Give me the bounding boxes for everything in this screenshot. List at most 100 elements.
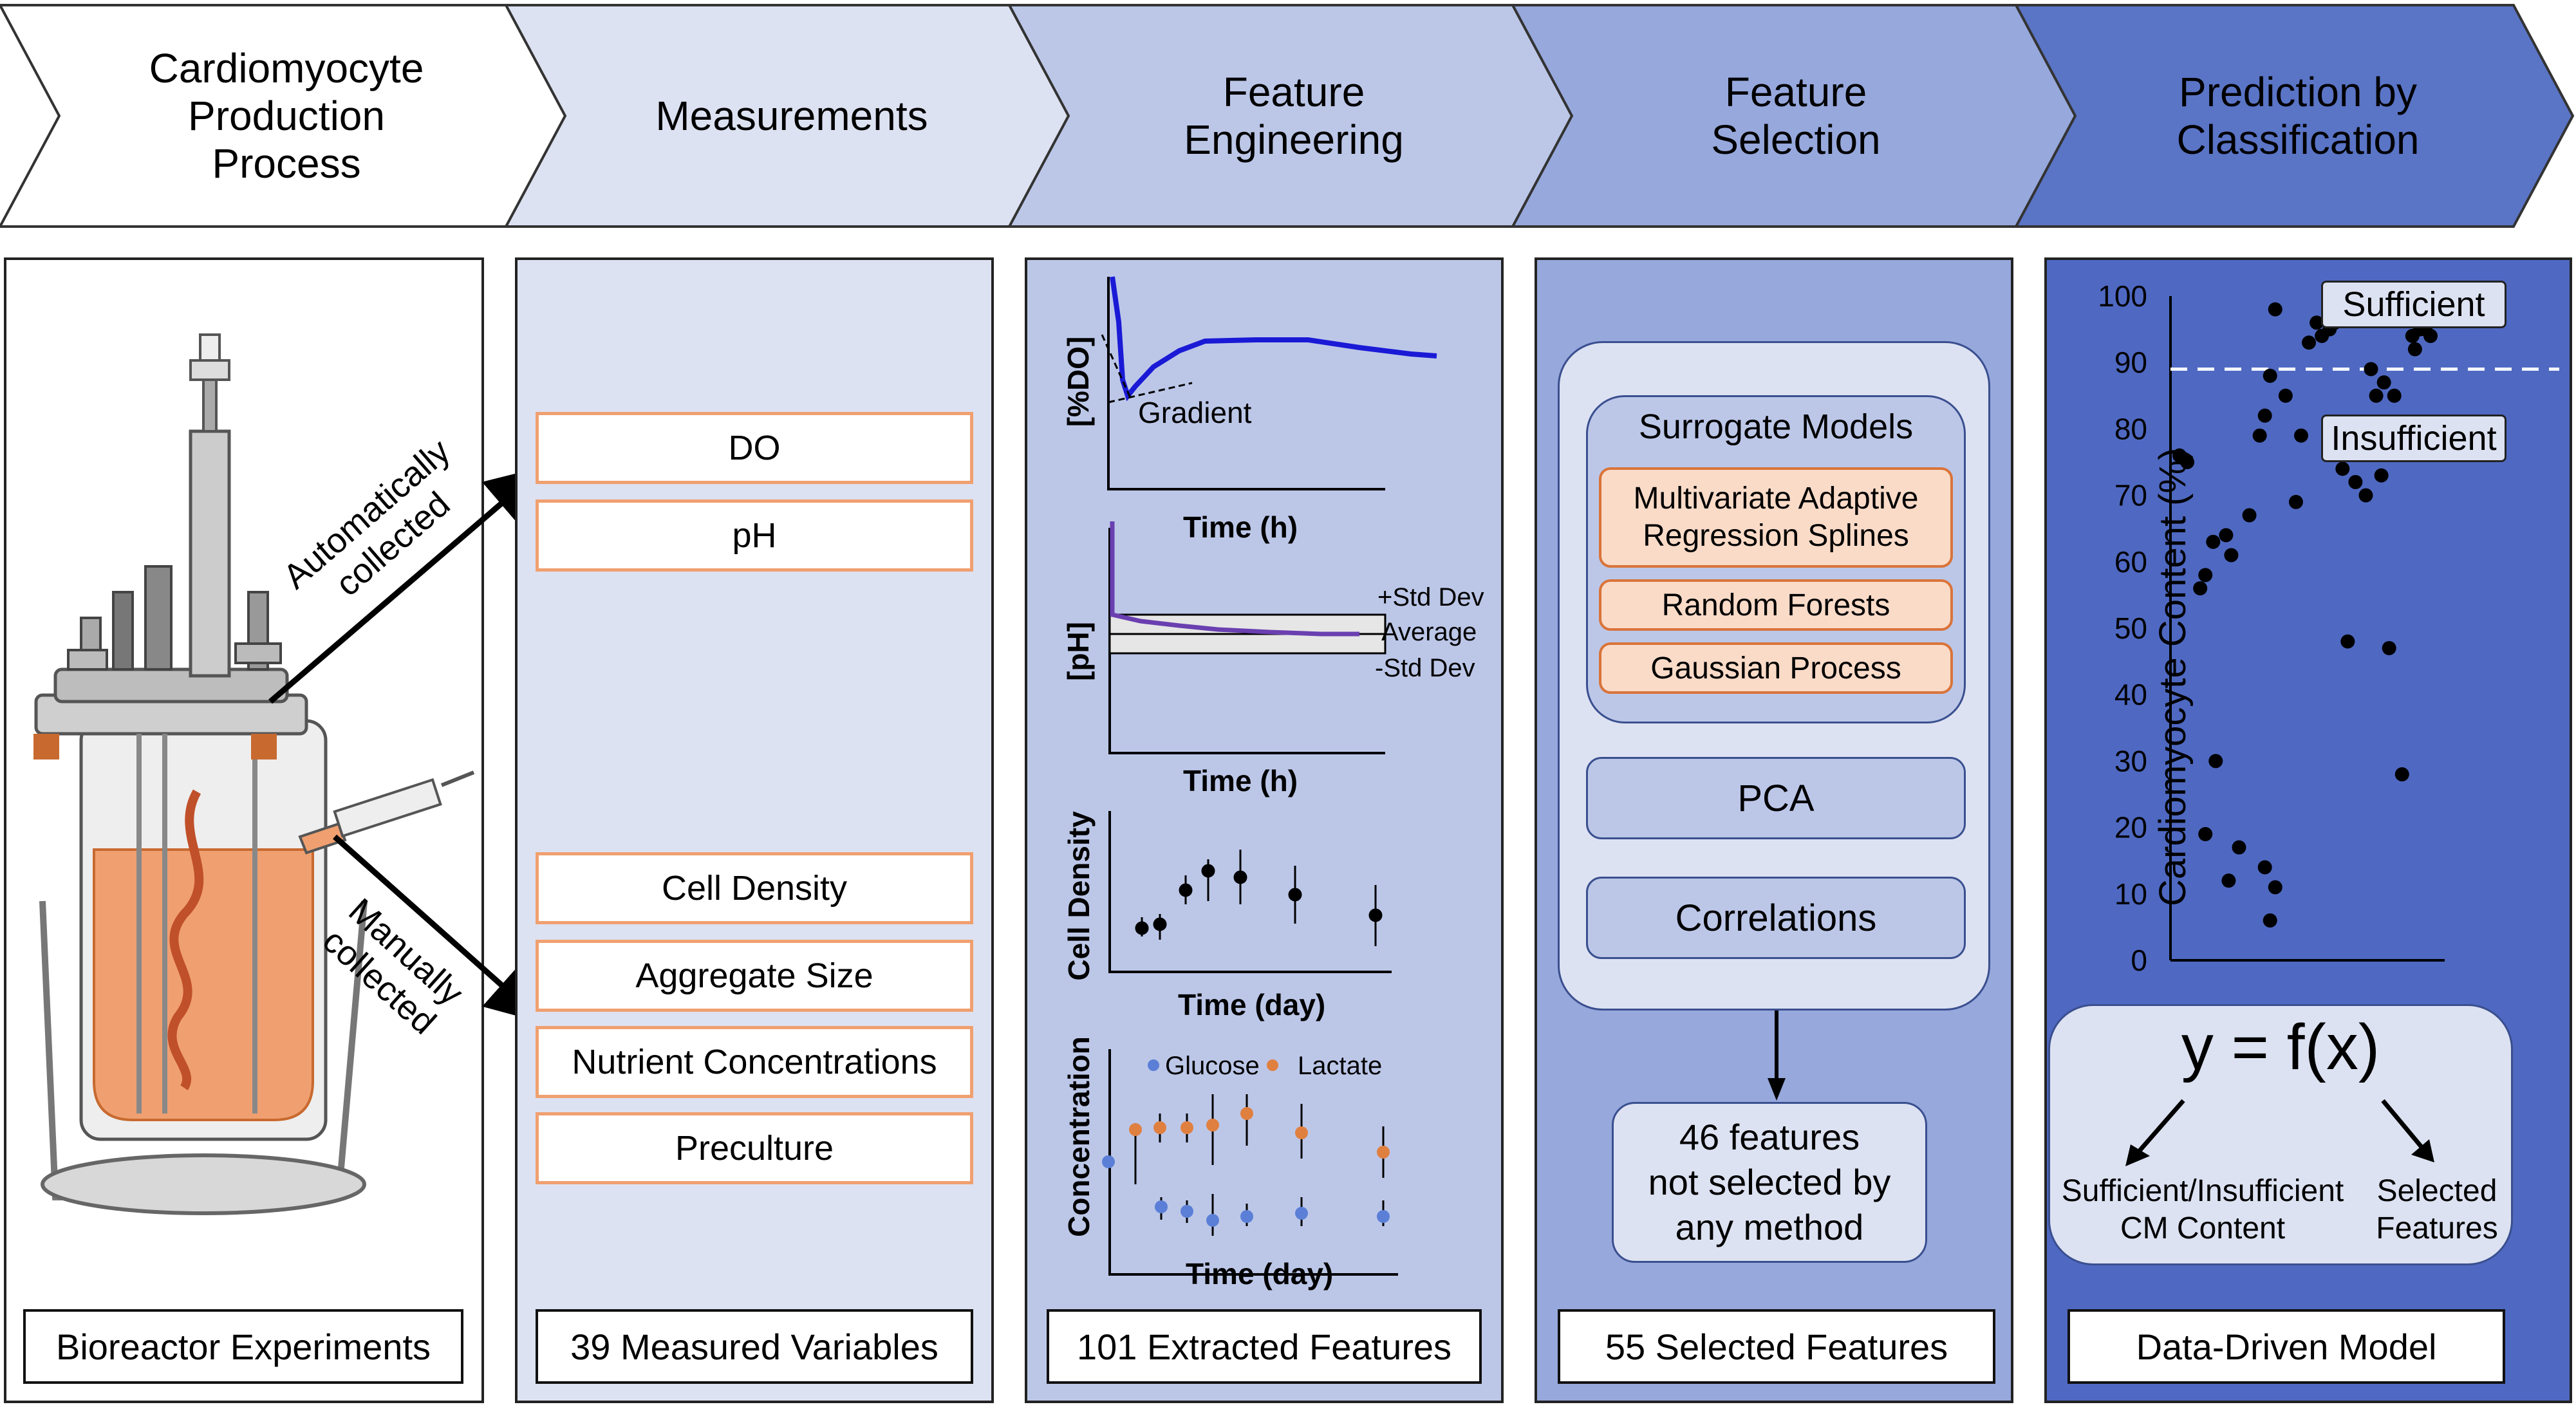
scatter-point [2278, 388, 2293, 403]
scatter-point [2374, 468, 2389, 483]
scatter-point [2407, 342, 2422, 357]
scatter-point [2180, 455, 2195, 469]
scatter-point [2348, 474, 2363, 489]
model-box [2048, 1004, 2513, 1265]
do-xlabel: Time (h) [1183, 510, 1298, 544]
scatter-point [2208, 754, 2223, 769]
scatter-point [2224, 548, 2239, 563]
ph-ylabel: [pH] [1061, 622, 1095, 681]
footer-bioreactor: Bioreactor Experiments [23, 1309, 463, 1384]
class-insufficient: Insufficient [2321, 415, 2506, 462]
scatter-point [2206, 534, 2221, 549]
ph-minus-std-label: -Std Dev [1375, 654, 1475, 682]
y-tick-label: 90 [2114, 346, 2147, 379]
scatter-point [2198, 568, 2213, 582]
y-tick-label: 70 [2114, 479, 2147, 512]
scatter-point [2221, 873, 2236, 888]
concentration-xlabel: Time (day) [1186, 1257, 1334, 1291]
scatter-point [2376, 375, 2391, 390]
y-tick-label: 100 [2098, 279, 2147, 313]
ph-xlabel: Time (h) [1183, 764, 1298, 797]
scatter-point [2394, 767, 2409, 782]
measurement-cell-density: Cell Density [536, 852, 973, 924]
scatter-point [2382, 640, 2396, 655]
scatter-point [2242, 508, 2257, 523]
footer-measurements: 39 Measured Variables [536, 1309, 973, 1384]
scatter-point [2310, 315, 2324, 330]
y-tick-label: 20 [2114, 811, 2147, 844]
stage-title-measurements: Measurements [655, 93, 928, 139]
model-equation: y = f(x) [2181, 1011, 2380, 1083]
stage-title-selection: Feature Selection [1711, 69, 1881, 163]
do-curve [1110, 276, 1437, 402]
scatter-point [2288, 494, 2303, 509]
density-xlabel: Time (day) [1178, 988, 1326, 1021]
output-selected-features: Selected Features [2376, 1174, 2498, 1245]
footer-engineering: 101 Extracted Features [1047, 1309, 1482, 1384]
stage-title-prediction: Prediction by Classification [2176, 69, 2420, 163]
density-ylabel: Cell Density [1062, 811, 1096, 981]
bioreactor-column [67, 333, 282, 678]
model-output-arrows [2125, 1099, 2434, 1166]
measurement-preculture: Preculture [536, 1112, 973, 1184]
concentration-ylabel: Concentration [1062, 1036, 1096, 1237]
y-tick-label: 40 [2114, 678, 2147, 711]
arrow-automatic [268, 466, 545, 704]
footer-prediction: Data-Driven Model [2067, 1309, 2505, 1384]
method-pca: PCA [1586, 757, 1966, 839]
scatter-ylabel: Cardiomyocyte Content (%) [2152, 447, 2194, 906]
scatter-point [2358, 488, 2373, 503]
y-tick-label: 50 [2114, 611, 2147, 645]
surrogate-models-title: Surrogate Models [1638, 407, 1914, 446]
bioreactor-vessel [33, 667, 368, 1215]
scatter-point [2335, 461, 2350, 476]
y-tick-label: 30 [2114, 744, 2147, 778]
y-tick-label: 80 [2114, 412, 2147, 445]
scatter-point [2252, 428, 2267, 443]
measurement-ph: pH [536, 499, 973, 572]
scatter-point [2257, 860, 2272, 875]
process-chevrons [0, 4, 2575, 228]
scatter-point [2293, 428, 2308, 443]
ph-curve [1110, 521, 1359, 637]
measurement-aggregate-size: Aggregate Size [536, 940, 973, 1012]
footer-selection: 55 Selected Features [1558, 1309, 1995, 1384]
stage-title-engineering: Feature Engineering [1184, 69, 1404, 163]
scatter-point [2268, 880, 2282, 895]
gradient-line-2 [1108, 382, 1193, 404]
model-mars: Multivariate Adaptive Regression Splines [1599, 467, 1953, 568]
y-tick-label: 0 [2131, 944, 2147, 977]
scatter-point [2369, 388, 2384, 403]
stage-title-production: Cardiomyocyte Production Process [149, 45, 424, 187]
method-correlations: Correlations [1586, 877, 1966, 959]
gradient-line-1 [1101, 334, 1132, 400]
density-plot [1108, 811, 1392, 973]
panel-engineering [1025, 257, 1504, 1403]
class-sufficient: Sufficient [2321, 281, 2506, 328]
y-tick-label: 60 [2114, 545, 2147, 579]
legend-lactate: Lactate [1298, 1052, 1383, 1080]
model-random-forests: Random Forests [1599, 579, 1953, 631]
scatter-point [2340, 634, 2355, 649]
scatter-point [2364, 362, 2378, 377]
do-gradient-label: Gradient [1138, 396, 1252, 429]
measurement-nutrients: Nutrient Concentrations [536, 1026, 973, 1098]
scatter-point [2263, 368, 2277, 383]
scatter-point [2257, 408, 2272, 423]
arrow-manual [333, 834, 545, 1023]
syringe-icon [298, 770, 475, 855]
arrow-to-not-selected [1768, 1011, 1786, 1101]
scatter-points [2172, 302, 2438, 928]
scatter-point [2193, 581, 2208, 596]
scatter-point [2219, 528, 2234, 543]
ph-average-label: Average [1381, 618, 1477, 646]
scatter-point [2232, 840, 2246, 855]
ph-plus-std-label: +Std Dev [1377, 583, 1484, 611]
engineering-plots [1101, 276, 1437, 1276]
model-gaussian-process: Gaussian Process [1599, 642, 1953, 694]
not-selected-features: 46 features not selected by any method [1612, 1102, 1927, 1263]
scatter-point [2423, 328, 2438, 343]
